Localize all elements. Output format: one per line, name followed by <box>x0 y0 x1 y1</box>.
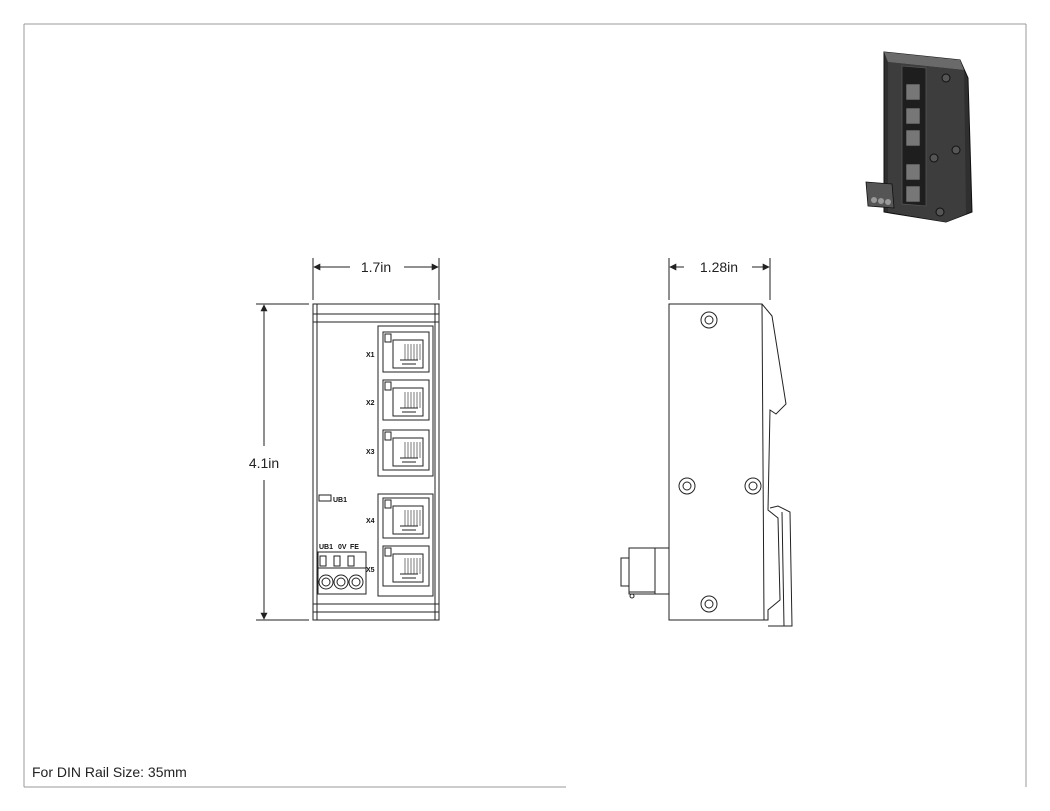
dimension-front-width <box>312 258 440 300</box>
port-label-x1: X1 <box>366 352 375 359</box>
terminal-label-ub1: UB1 <box>319 544 333 551</box>
din-rail-note: For DIN Rail Size: 35mm <box>32 764 187 780</box>
rj45-port-x4 <box>382 497 430 539</box>
dimension-width-label: 1.7in <box>361 259 391 275</box>
port-label-x5: X5 <box>366 567 375 574</box>
side-view <box>620 303 793 627</box>
isometric-device-view <box>865 51 973 223</box>
port-label-x2: X2 <box>366 400 375 407</box>
front-view <box>312 303 440 621</box>
terminal-label-fe: FE <box>350 544 359 551</box>
terminal-label-0v: 0V <box>338 544 347 551</box>
rj45-port-x3 <box>382 429 430 471</box>
led-label: UB1 <box>333 497 347 504</box>
dimension-side-depth <box>668 258 771 300</box>
led-ub1 <box>318 494 332 502</box>
dimension-depth-label: 1.28in <box>700 259 738 275</box>
dimension-height-label: 4.1in <box>249 455 279 471</box>
rj45-port-x2 <box>382 379 430 421</box>
port-label-x4: X4 <box>366 518 375 525</box>
drawing-frame <box>23 23 1027 788</box>
rj45-port-x1 <box>382 331 430 373</box>
rj45-port-x5 <box>382 545 430 587</box>
terminal-block <box>317 551 367 595</box>
dimension-front-height <box>256 303 309 621</box>
port-label-x3: X3 <box>366 449 375 456</box>
